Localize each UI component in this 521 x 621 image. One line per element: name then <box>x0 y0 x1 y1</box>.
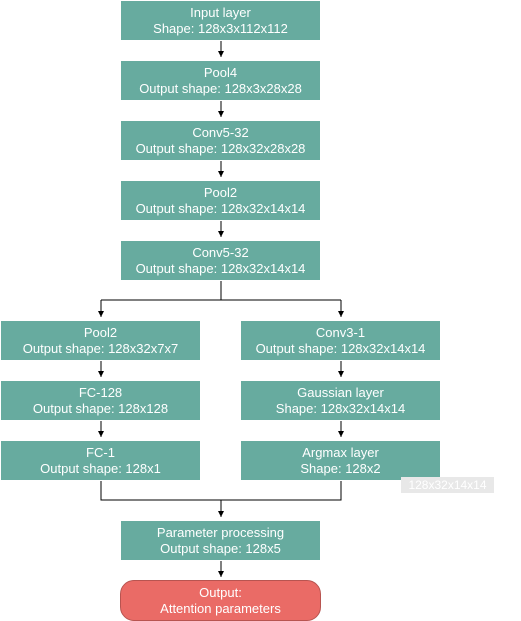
output-terminal-node: Output: Attention parameters <box>120 580 321 621</box>
node-detail: Output shape: 128x3x28x28 <box>139 80 302 96</box>
node-detail: Output shape: 128x5 <box>160 540 281 556</box>
node-detail: Output shape: 128x1 <box>40 460 161 476</box>
conv5-32-first-node: Conv5-32 Output shape: 128x32x28x28 <box>120 120 321 161</box>
node-detail: Shape: 128x32x14x14 <box>275 400 406 416</box>
node-detail: Output shape: 128x32x7x7 <box>22 340 179 356</box>
edge-conv2-split <box>101 281 341 301</box>
node-detail: Output shape: 128x32x14x14 <box>135 200 306 216</box>
node-title: Output: <box>199 584 242 600</box>
node-detail: Attention parameters <box>160 600 281 616</box>
node-title: Input layer <box>190 4 251 20</box>
node-detail: Output shape: 128x32x14x14 <box>135 260 306 276</box>
node-detail: Output shape: 128x32x14x14 <box>255 340 426 356</box>
node-detail: Shape: 128x2 <box>300 460 381 476</box>
node-title: Pool2 <box>203 184 238 200</box>
floating-shape-label: 128x32x14x14 <box>401 477 494 493</box>
parameter-processing-node: Parameter processing Output shape: 128x5 <box>120 520 321 561</box>
node-title: FC-1 <box>86 444 115 460</box>
node-detail: Shape: 128x3x112x112 <box>153 20 288 36</box>
node-title: Conv5-32 <box>192 244 249 260</box>
node-title: Argmax layer <box>302 444 379 460</box>
node-title: FC-128 <box>78 384 123 400</box>
input-layer-node: Input layer Shape: 128x3x112x112 <box>120 0 321 41</box>
node-detail: Output shape: 128x128 <box>32 400 169 416</box>
node-title: Pool2 <box>83 324 118 340</box>
fc-1-node: FC-1 Output shape: 128x1 <box>0 440 201 481</box>
argmax-layer-node: Argmax layer Shape: 128x2 <box>240 440 441 481</box>
pool2-first-node: Pool2 Output shape: 128x32x14x14 <box>120 180 321 221</box>
fc-128-node: FC-128 Output shape: 128x128 <box>0 380 201 421</box>
conv5-32-second-node: Conv5-32 Output shape: 128x32x14x14 <box>120 240 321 281</box>
pool4-node: Pool4 Output shape: 128x3x28x28 <box>120 60 321 101</box>
node-title: Gaussian layer <box>297 384 384 400</box>
node-title: Conv5-32 <box>192 124 249 140</box>
conv3-1-node: Conv3-1 Output shape: 128x32x14x14 <box>240 320 441 361</box>
edge-merge <box>100 481 342 501</box>
pool2-left-node: Pool2 Output shape: 128x32x7x7 <box>0 320 201 361</box>
node-title: Parameter processing <box>156 524 285 540</box>
node-title: Pool4 <box>203 64 238 80</box>
node-title: Conv3-1 <box>315 324 366 340</box>
node-detail: Output shape: 128x32x28x28 <box>135 140 306 156</box>
gaussian-layer-node: Gaussian layer Shape: 128x32x14x14 <box>240 380 441 421</box>
